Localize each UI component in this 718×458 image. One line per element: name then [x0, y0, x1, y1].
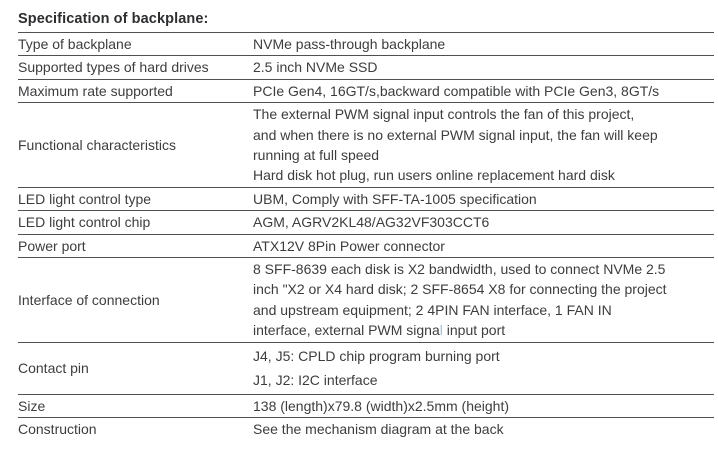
value-line: The external PWM signal input controls t…	[253, 106, 635, 123]
row-value: 8 SFF-8639 each disk is X2 bandwidth, us…	[253, 259, 714, 341]
table-row: Interface of connection 8 SFF-8639 each d…	[18, 258, 714, 343]
text-segment: input port	[442, 322, 506, 339]
table-title: Specification of backplane:	[18, 10, 714, 33]
row-value: See the mechanism diagram at the back	[253, 419, 714, 439]
table-row: Functional characteristics The external P…	[18, 103, 714, 188]
value-line: and when there is no external PWM signal…	[253, 126, 658, 143]
value-line: 8 SFF-8639 each disk is X2 bandwidth, us…	[253, 261, 666, 278]
value-line: 138 (length)x79.8 (width)x2.5mm (height)	[253, 397, 510, 414]
table-row: LED light control type UBM, Comply with S…	[18, 188, 714, 212]
value-line: 2.5 inch NVMe SSD	[253, 59, 378, 76]
row-label: Type of backplane	[18, 36, 132, 52]
row-value: The external PWM signal input controls t…	[253, 104, 714, 186]
row-value: UBM, Comply with SFF-TA-1005 specificati…	[253, 189, 714, 209]
row-value: ATX12V 8Pin Power connector	[253, 236, 714, 256]
value-line: and upstream equipment; 2 4PIN FAN inter…	[253, 301, 612, 318]
text-segment: interface, external PWM signa	[253, 322, 440, 339]
table-row: Size 138 (length)x79.8 (width)x2.5mm (hei…	[18, 395, 714, 419]
table-row: Power port ATX12V 8Pin Power connector	[18, 235, 714, 259]
table-row: LED light control chip AGM, AGRV2KL48/AG3…	[18, 211, 714, 235]
table-row: Contact pin J4, J5: CPLD chip program bur…	[18, 343, 714, 395]
row-value: 138 (length)x79.8 (width)x2.5mm (height)	[253, 396, 714, 416]
row-label: Maximum rate supported	[18, 82, 173, 99]
row-label: Size	[18, 397, 46, 414]
table-rows: Type of backplane NVMe pass-through backp…	[18, 33, 714, 441]
value-line: Hard disk hot plug, run users online rep…	[253, 167, 615, 184]
row-label: LED light control type	[18, 190, 152, 207]
row-label: Interface of connection	[18, 291, 160, 308]
highlighted-letter: l	[439, 322, 443, 339]
table-row: Type of backplane NVMe pass-through backp…	[18, 33, 714, 57]
table-row: Supported types of hard drives 2.5 inch N…	[18, 56, 714, 80]
specification-table: Specification of backplane: Type of back…	[18, 10, 714, 441]
row-value: AGM, AGRV2KL48/AG32VF303CCT6	[253, 212, 714, 232]
row-label: Construction	[18, 421, 97, 438]
value-line: NVMe pass-through backplane	[253, 36, 446, 52]
value-line: See the mechanism diagram at the back	[253, 421, 504, 438]
row-label: LED light control chip	[18, 214, 151, 231]
row-label: Supported types of hard drives	[18, 59, 209, 76]
value-line: UBM, Comply with SFF-TA-1005 specificati…	[253, 190, 537, 207]
row-label: Contact pin	[18, 359, 89, 376]
value-line: inch "X2 or X4 hard disk; 2 SFF-8654 X8 …	[253, 281, 667, 298]
row-value: 2.5 inch NVMe SSD	[253, 57, 714, 77]
value-line: interface, external PWM signal input por…	[253, 320, 714, 340]
row-value: PCIe Gen4, 16GT/s,backward compatible wi…	[253, 81, 714, 101]
value-line: J1, J2: I2C interface	[253, 372, 378, 389]
value-line: running at full speed	[253, 147, 380, 164]
value-line: ATX12V 8Pin Power connector	[253, 237, 445, 254]
value-line: AGM, AGRV2KL48/AG32VF303CCT6	[253, 214, 490, 231]
value-line: J4, J5: CPLD chip program burning port	[253, 347, 500, 364]
row-label: Functional characteristics	[18, 136, 176, 153]
row-value: NVMe pass-through backplane	[253, 34, 714, 54]
table-row: Construction See the mechanism diagram at…	[18, 418, 714, 440]
value-line: PCIe Gen4, 16GT/s,backward compatible wi…	[253, 82, 660, 99]
row-label: Power port	[18, 237, 86, 254]
table-row: Maximum rate supported PCIe Gen4, 16GT/s,…	[18, 80, 714, 104]
